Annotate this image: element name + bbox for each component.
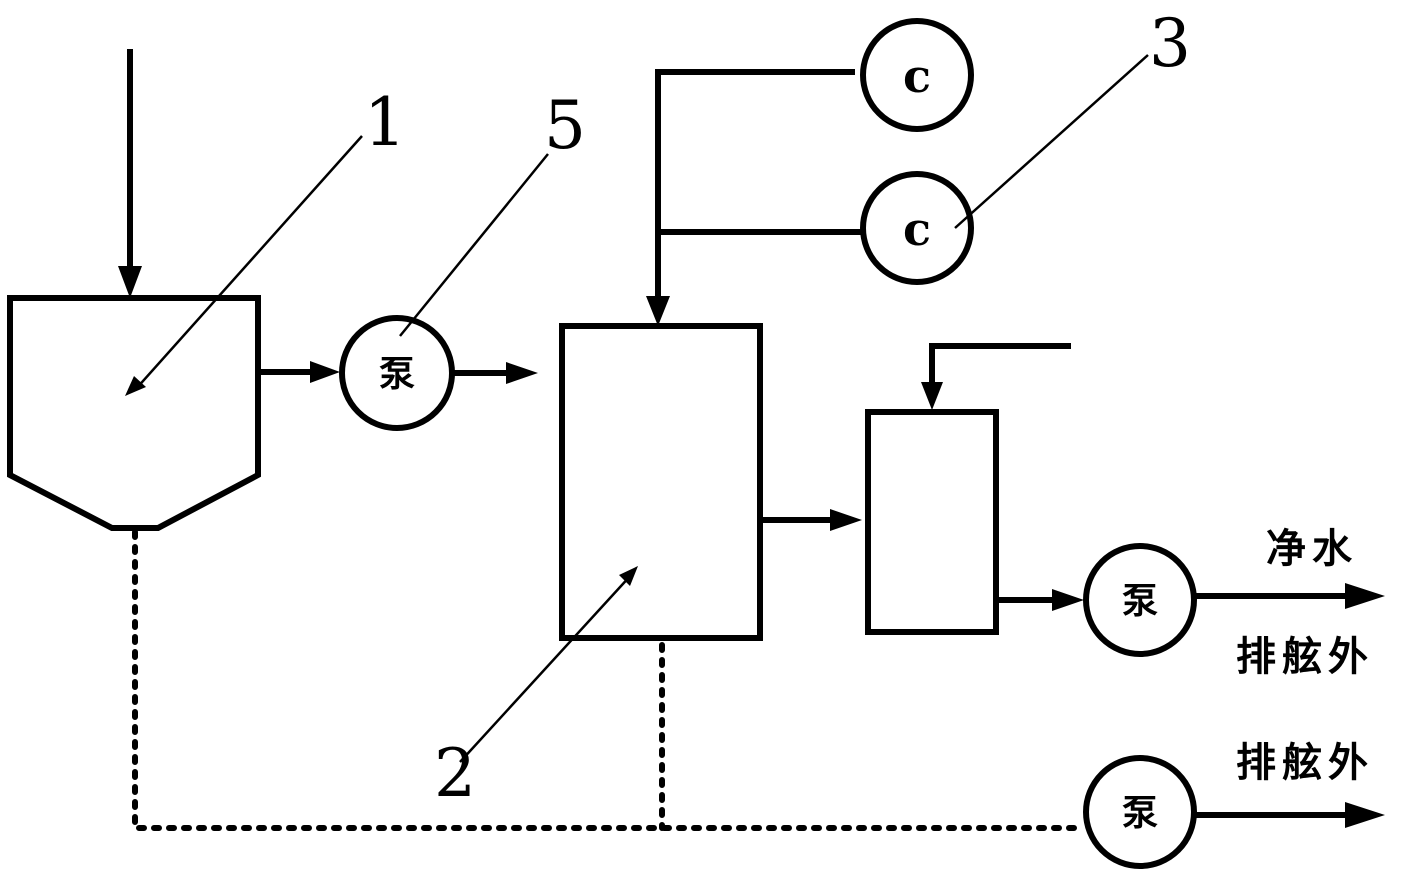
leader-2 — [459, 573, 633, 763]
compressor-mid-label: c — [903, 202, 931, 256]
overboard-label-2: 排舷外 — [1236, 740, 1374, 786]
compressor-feed-line — [655, 69, 855, 303]
leader-3 — [954, 54, 1149, 229]
leader-5 — [399, 153, 549, 337]
dosing-line — [929, 343, 1071, 387]
sludge-line-tank1 — [132, 529, 1085, 831]
discharge-output-arrow — [1345, 802, 1385, 828]
unit4-to-pump-arrow — [1052, 589, 1084, 611]
overboard-label-1: 排舷外 — [1236, 634, 1374, 680]
compressor-top-label: c — [903, 49, 931, 103]
clean-output-arrow — [1345, 583, 1385, 609]
clean-water-label: 净水 — [1266, 526, 1358, 572]
tank-1 — [7, 295, 261, 531]
label-5: 5 — [544, 87, 586, 164]
leader-1-arrow — [125, 376, 146, 396]
unit2-to-unit4-arrow — [830, 509, 862, 531]
inlet-arrow — [118, 266, 142, 298]
pump-discharge-label: 泵 — [1122, 793, 1158, 834]
leader-2-arrow — [619, 566, 638, 586]
pump-clean-label: 泵 — [1122, 581, 1158, 622]
tank1-to-pump-arrow — [310, 361, 340, 383]
dosing-arrow — [921, 382, 943, 410]
compressor-top-circle — [860, 18, 974, 132]
label-1: 1 — [364, 84, 406, 161]
pump-feed-label: 泵 — [379, 354, 415, 395]
compressor-feed-arrow — [646, 296, 670, 326]
label-2: 2 — [434, 735, 476, 812]
pump-to-unit2-arrow — [506, 362, 538, 384]
pump-clean-circle — [1083, 543, 1197, 657]
unit-4 — [865, 409, 999, 635]
unit-2 — [559, 323, 763, 641]
leader-1 — [134, 135, 363, 391]
compressor-mid-circle — [860, 171, 974, 285]
label-3: 3 — [1149, 5, 1191, 82]
